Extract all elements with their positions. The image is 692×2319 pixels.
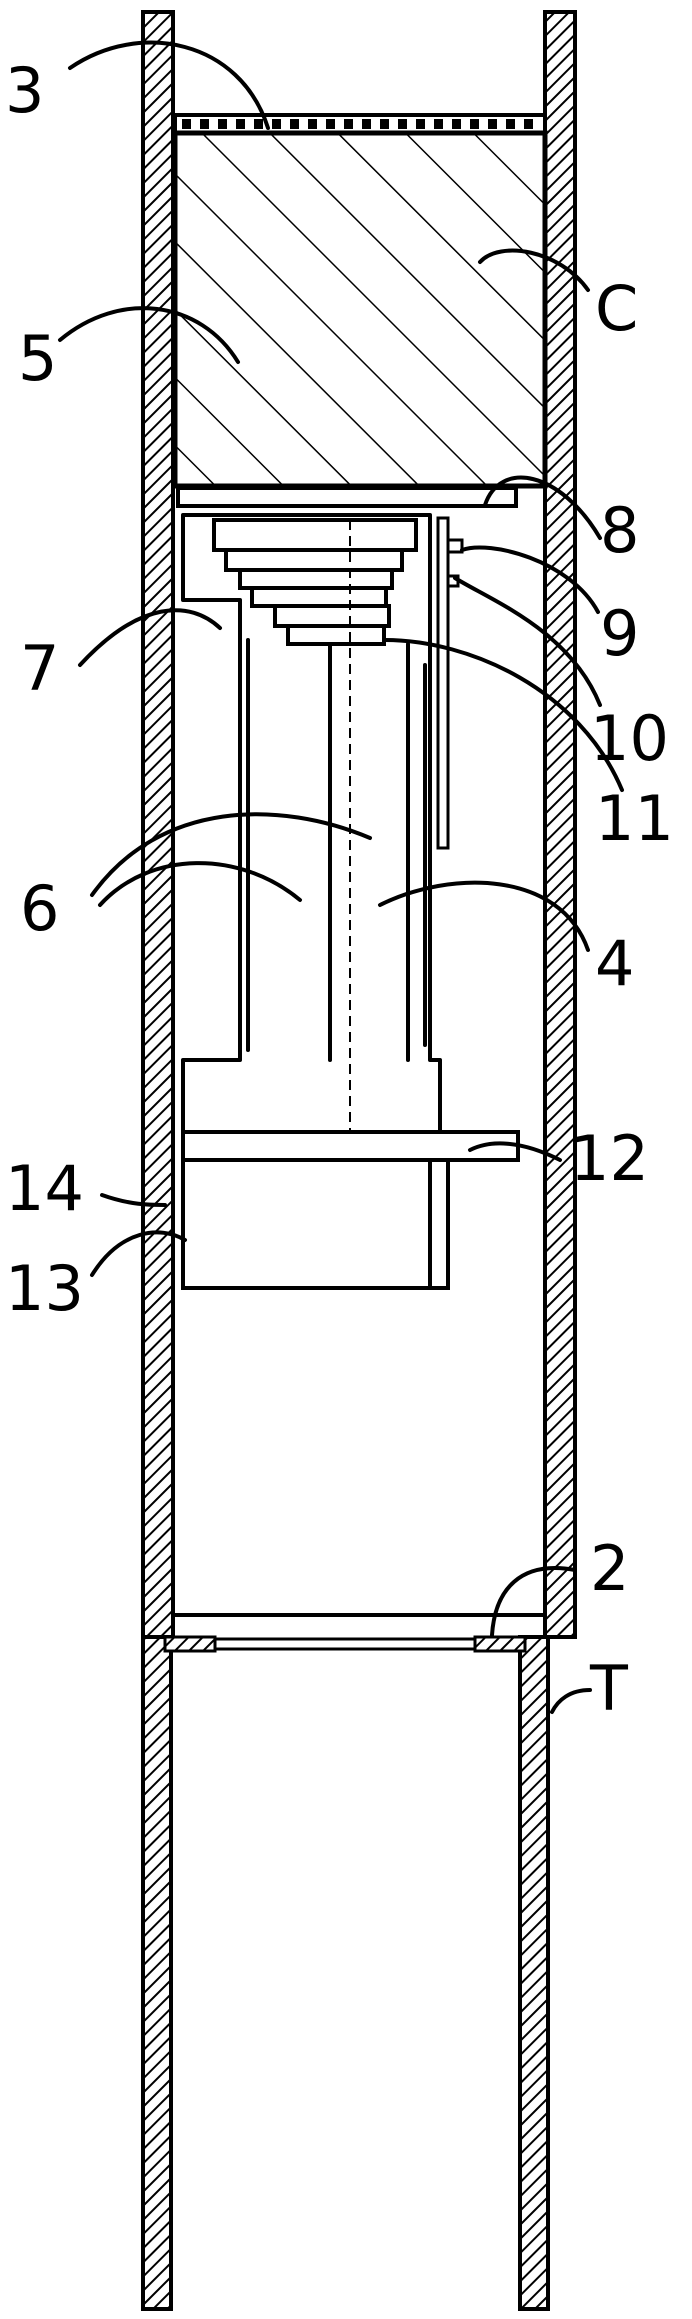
perforation-hole bbox=[398, 119, 407, 129]
label-T: T bbox=[589, 1652, 629, 1725]
label-14: 14 bbox=[5, 1152, 84, 1225]
seat-plate-2 bbox=[165, 1637, 525, 1651]
perforation-hole bbox=[362, 119, 371, 129]
label-3: 3 bbox=[5, 54, 44, 127]
label-4: 4 bbox=[595, 927, 634, 1000]
filler-block-5 bbox=[175, 133, 545, 486]
disc-stack-11 bbox=[214, 520, 416, 644]
perforation-hole bbox=[290, 119, 299, 129]
perforation-hole bbox=[434, 119, 443, 129]
left-wall-lower bbox=[143, 1637, 171, 2309]
perforation-hole bbox=[254, 119, 263, 129]
perforation-hole bbox=[416, 119, 425, 129]
perforation-hole bbox=[182, 119, 191, 129]
label-2: 2 bbox=[590, 1532, 629, 1605]
left-wall-upper bbox=[143, 12, 173, 1637]
label-8: 8 bbox=[600, 494, 639, 567]
label-10: 10 bbox=[590, 702, 669, 775]
perforated-cap-3 bbox=[175, 115, 545, 133]
perforation-hole bbox=[470, 119, 479, 129]
perforation-hole bbox=[344, 119, 353, 129]
perforation-hole bbox=[326, 119, 335, 129]
base-assembly bbox=[183, 1132, 518, 1288]
perforation-hole bbox=[506, 119, 515, 129]
right-wall-upper bbox=[545, 12, 575, 1637]
label-6: 6 bbox=[20, 872, 59, 945]
label-C: C bbox=[595, 272, 638, 345]
right-wall-lower bbox=[520, 1637, 548, 2309]
perforation-hole bbox=[272, 119, 281, 129]
label-7: 7 bbox=[20, 632, 59, 705]
label-5: 5 bbox=[18, 322, 57, 395]
perforation-hole bbox=[236, 119, 245, 129]
perforation-hole bbox=[218, 119, 227, 129]
label-12: 12 bbox=[570, 1122, 649, 1195]
perforation-hole bbox=[452, 119, 461, 129]
perforation-hole bbox=[524, 119, 533, 129]
label-9: 9 bbox=[600, 597, 639, 670]
label-13: 13 bbox=[5, 1252, 84, 1325]
label-11: 11 bbox=[595, 782, 674, 855]
perforation-hole bbox=[308, 119, 317, 129]
plate-8 bbox=[178, 488, 516, 506]
perforation-hole bbox=[488, 119, 497, 129]
perforation-hole bbox=[380, 119, 389, 129]
contacts-9-10 bbox=[438, 518, 462, 848]
perforation-hole bbox=[200, 119, 209, 129]
